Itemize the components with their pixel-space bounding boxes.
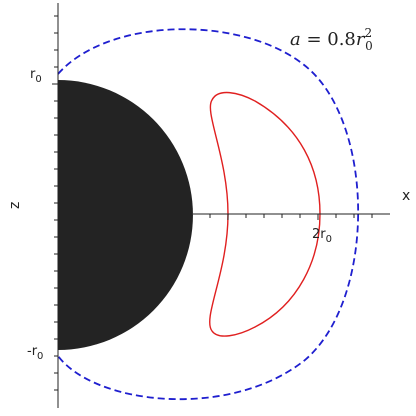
- z-axis-label: z: [7, 202, 23, 209]
- x-axis-ticks: [209, 214, 373, 220]
- outer-dashed-boundary: [57, 28, 359, 401]
- x-axis-label: x: [402, 188, 410, 204]
- tick-label-x-2r0: 2r0: [312, 227, 332, 245]
- tick-label-z-top: r0: [30, 67, 42, 85]
- z-axis-ticks: [52, 15, 58, 391]
- axes: [52, 3, 390, 408]
- central-body: [58, 80, 193, 350]
- tick-label-z-bottom: -r0: [27, 344, 43, 362]
- crescent-contour: [209, 91, 321, 337]
